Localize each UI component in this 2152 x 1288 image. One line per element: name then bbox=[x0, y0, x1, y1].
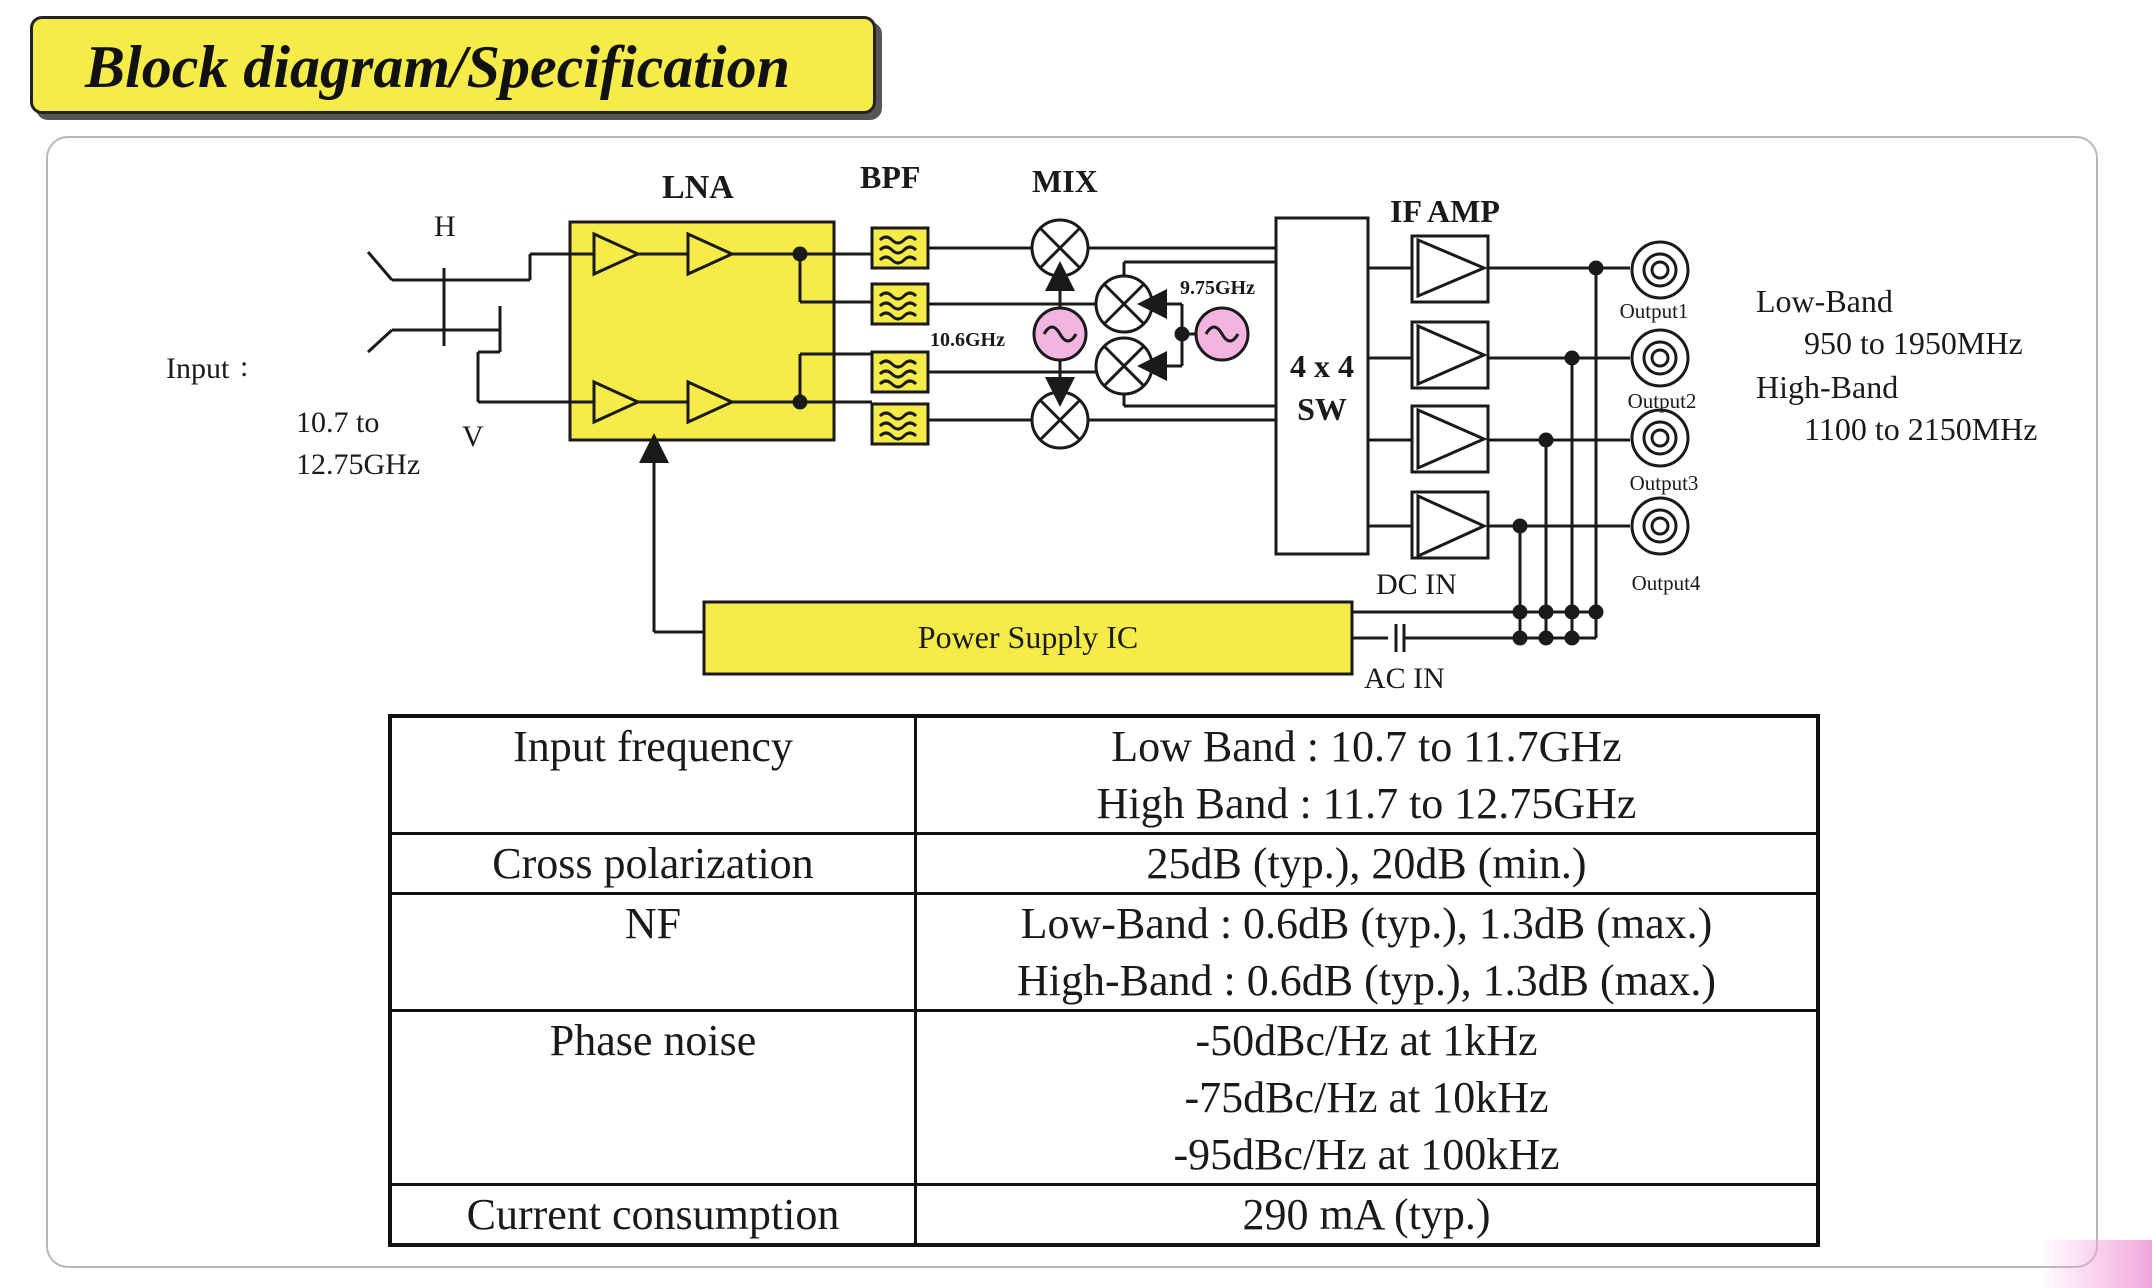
input-range-line2: 12.75GHz bbox=[296, 448, 420, 481]
page-title: Block diagram/Specification bbox=[85, 34, 790, 100]
oscillator-10-6ghz bbox=[1032, 261, 1088, 407]
spec-value-line: Low Band : 10.7 to 11.7GHz bbox=[1111, 722, 1622, 771]
output1-label: Output1 bbox=[1620, 299, 1689, 323]
spec-value-line: 290 mA (typ.) bbox=[1242, 1190, 1491, 1239]
h-polarization-label: H bbox=[434, 210, 456, 243]
spec-row-input-frequency: Input frequency Low Band : 10.7 to 11.7G… bbox=[388, 714, 1820, 835]
power-feed-to-lna bbox=[639, 433, 704, 634]
input-colon: : bbox=[240, 350, 248, 383]
input-probe-v bbox=[366, 306, 570, 404]
input-label: Input bbox=[166, 352, 230, 385]
mix-label: MIX bbox=[1032, 163, 1098, 199]
spec-value: 25dB (typ.), 20dB (min.) bbox=[914, 832, 1820, 895]
spec-value-line: -75dBc/Hz at 10kHz bbox=[1184, 1073, 1549, 1122]
high-band-range: 1100 to 2150MHz bbox=[1804, 411, 2037, 447]
spec-row-current-consumption: Current consumption 290 mA (typ.) bbox=[388, 1183, 1820, 1247]
bpf-filters bbox=[870, 226, 930, 446]
spec-parameter: Input frequency bbox=[388, 714, 917, 835]
low-band-title: Low-Band bbox=[1756, 283, 1893, 319]
spec-parameter: Phase noise bbox=[388, 1009, 917, 1186]
spec-value-line: -95dBc/Hz at 100kHz bbox=[1173, 1130, 1560, 1179]
title-tab: Block diagram/Specification bbox=[30, 16, 876, 114]
output3-label: Output3 bbox=[1630, 471, 1699, 495]
lo-low-label: 9.75GHz bbox=[1180, 277, 1255, 299]
input-probe-h bbox=[366, 251, 570, 346]
spec-value-line: 25dB (typ.), 20dB (min.) bbox=[1146, 839, 1587, 888]
lo-junction bbox=[1174, 326, 1190, 342]
page-edge-decoration bbox=[2040, 1240, 2152, 1288]
spec-value-line: -50dBc/Hz at 1kHz bbox=[1195, 1016, 1538, 1065]
spec-value: 290 mA (typ.) bbox=[914, 1183, 1820, 1247]
spec-row-cross-polarization: Cross polarization 25dB (typ.), 20dB (mi… bbox=[388, 832, 1820, 895]
if-amp-label: IF AMP bbox=[1390, 193, 1500, 229]
lna-junction-top bbox=[792, 246, 808, 262]
high-band-title: High-Band bbox=[1756, 369, 1898, 405]
specification-table: Input frequency Low Band : 10.7 to 11.7G… bbox=[388, 714, 1820, 1247]
output-connectors bbox=[1630, 240, 1690, 556]
spec-value-line: High Band : 11.7 to 12.75GHz bbox=[1096, 779, 1637, 828]
output2-label: Output2 bbox=[1628, 389, 1697, 413]
output4-label: Output4 bbox=[1632, 571, 1701, 595]
spec-row-nf: NF Low-Band : 0.6dB (typ.), 1.3dB (max.)… bbox=[388, 892, 1820, 1012]
switch-label-line1: 4 x 4 bbox=[1290, 348, 1354, 384]
spec-row-phase-noise: Phase noise -50dBc/Hz at 1kHz -75dBc/Hz … bbox=[388, 1009, 1820, 1186]
dc-in-label: DC IN bbox=[1376, 568, 1457, 601]
lna-label: LNA bbox=[662, 169, 734, 206]
bus-junctions bbox=[1512, 260, 1604, 646]
lna-junction-bottom bbox=[792, 394, 808, 410]
input-range-line1: 10.7 to bbox=[296, 406, 379, 439]
spec-parameter: Cross polarization bbox=[388, 832, 917, 895]
power-supply-label: Power Supply IC bbox=[918, 619, 1138, 655]
spec-parameter: Current consumption bbox=[388, 1183, 917, 1247]
switch-label-line2: SW bbox=[1297, 391, 1347, 427]
spec-value-line: High-Band : 0.6dB (typ.), 1.3dB (max.) bbox=[1016, 956, 1717, 1005]
low-band-range: 950 to 1950MHz bbox=[1804, 325, 2023, 361]
if-amplifiers bbox=[1368, 234, 1630, 560]
lna-amplifiers bbox=[570, 231, 872, 425]
v-polarization-label: V bbox=[462, 420, 484, 453]
oscillator-9-75ghz bbox=[1137, 289, 1250, 381]
spec-value: Low Band : 10.7 to 11.7GHz High Band : 1… bbox=[914, 714, 1820, 835]
spec-value: Low-Band : 0.6dB (typ.), 1.3dB (max.) Hi… bbox=[914, 892, 1820, 1012]
spec-value: -50dBc/Hz at 1kHz -75dBc/Hz at 10kHz -95… bbox=[914, 1009, 1820, 1186]
spec-value-line: Low-Band : 0.6dB (typ.), 1.3dB (max.) bbox=[1020, 899, 1713, 948]
ac-in-label: AC IN bbox=[1364, 662, 1445, 695]
lo-high-label: 10.6GHz bbox=[930, 329, 1005, 351]
switch-block bbox=[1274, 216, 1370, 556]
power-supply-block bbox=[702, 600, 1354, 676]
spec-parameter: NF bbox=[388, 892, 917, 1012]
bpf-label: BPF bbox=[860, 159, 920, 195]
